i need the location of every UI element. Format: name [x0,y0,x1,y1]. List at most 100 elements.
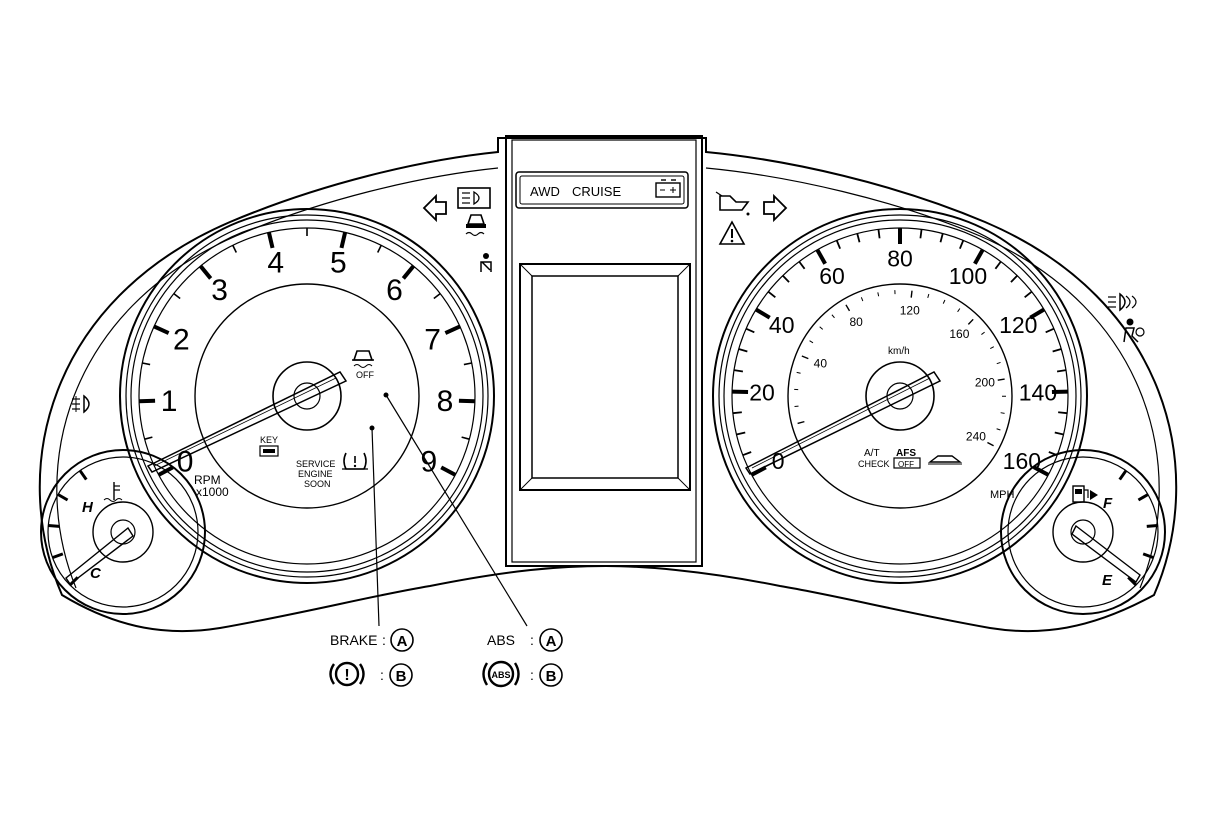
temp-cold-label: C [90,565,102,582]
fuel-needle [1071,524,1141,584]
tachometer-tick [153,324,170,335]
at-check-line-1: A/T [864,448,880,459]
speedometer-tick [815,248,827,265]
tachometer-tick [440,465,457,477]
brake-warning-symbol: ! [344,667,349,684]
speedometer-tick [732,411,742,415]
speedometer-tick [835,240,841,250]
tachometer-tick [144,436,153,440]
tachometer-tick [463,362,472,366]
temp-tick [52,552,64,560]
speedometer-kmh-tick [997,378,1005,381]
speedometer-needle [744,371,942,475]
abs-callout-sep-b: : [530,667,534,683]
center-display: AWD CRUISE [505,135,703,567]
temp-hot-label: H [82,499,94,516]
tachometer-number: 3 [211,274,228,307]
tachometer-tick [266,231,275,249]
speedometer-kmh-tick [981,331,985,335]
speedometer-tick [1058,411,1068,415]
tachometer-tick [461,436,470,440]
tachometer-tick [198,264,213,280]
service-line-1: SERVICE [296,459,335,469]
speedometer-tick [738,348,748,353]
speedometer-tick [798,261,806,270]
brake-callout-sep: : [382,632,386,648]
temp-needle [65,526,134,586]
speedometer-mph-number: 60 [819,263,845,289]
speedometer-kmh-tick [831,314,835,319]
temp-tick [48,523,60,528]
tachometer-tick [173,292,181,300]
speedometer-tick [1033,465,1050,477]
tachometer-tick [339,231,348,249]
left-turn-arrow-icon [422,193,447,223]
speedometer-kmh-tick [809,340,814,344]
afs-off-label: OFF [898,460,914,469]
tire-pressure-icon [342,452,368,470]
speedometer-kmh-tick [967,318,974,325]
car-icon [927,455,963,465]
speedometer-kmh-tick [796,371,801,374]
speedometer-tick [754,307,771,320]
abs-callout: ABS : A ABS : B [482,628,563,688]
fuel-tick [1142,552,1154,560]
speedometer-tick [939,233,944,243]
speedometer-tick [856,233,861,243]
speedometer-kmh-tick [797,420,805,425]
speedometer-tick [959,240,965,250]
speedometer-kmh-tick [860,297,864,302]
cruise-indicator: CRUISE [572,184,621,199]
headlight-icon [457,187,491,209]
service-line-3: SOON [304,479,331,489]
abs-callout-label: ABS [487,632,515,648]
speedometer-tick [745,327,755,334]
tachometer-tick [433,292,441,300]
speedometer-tick [1056,369,1067,373]
speedometer-mph-number: 80 [887,245,913,271]
tachometer-number: 7 [424,324,441,357]
speedometer-mph-number: 40 [769,312,795,338]
speedometer-tick [1045,327,1055,334]
speedometer-tick [733,369,744,373]
at-check-line-2: CHECK [858,459,890,469]
speedometer-kmh-tick [819,326,824,330]
abs-leader-line [385,394,528,627]
warning-triangle-icon [718,220,746,245]
tachometer-tick [157,465,174,477]
speedometer-tick [994,261,1002,270]
cluster-housing [38,137,1178,633]
temp-tick [57,493,69,502]
tachometer-number: 2 [173,324,190,357]
speedometer-kmh-tick [957,308,961,313]
speedometer-tick [1052,348,1062,353]
speedometer-kmh-number: 120 [900,304,920,318]
fog-light-icon [72,394,90,414]
speedometer-tick [767,290,776,298]
kmh-label: km/h [888,346,910,357]
right-turn-arrow-icon [763,193,788,223]
fuel-empty-label: E [1102,572,1113,589]
speedometer-kmh-number: 40 [814,357,828,371]
temp-gauge: H C [40,449,206,615]
brake-callout-b: B [396,668,407,685]
speedometer-tick [750,465,767,477]
brake-callout-sep-b: : [380,667,384,683]
speedometer-mph-number: 20 [749,380,775,406]
tachometer-tick [142,362,151,366]
brake-callout-label: BRAKE [330,632,377,648]
rpm-label: RPM [194,473,221,487]
speedometer-kmh-number: 200 [975,375,995,389]
multi-information-display [519,263,691,491]
fuel-tick [1118,469,1128,481]
airbag-icon [1123,318,1145,343]
rpm-multiplier: x1000 [196,485,229,499]
speedometer-kmh-tick [927,293,930,298]
oil-pressure-icon [715,191,750,216]
speedometer-mph-number: 140 [1019,380,1057,406]
speedometer-kmh-tick [942,299,946,304]
tachometer-tick [401,264,416,280]
speedometer-tick [877,229,881,239]
